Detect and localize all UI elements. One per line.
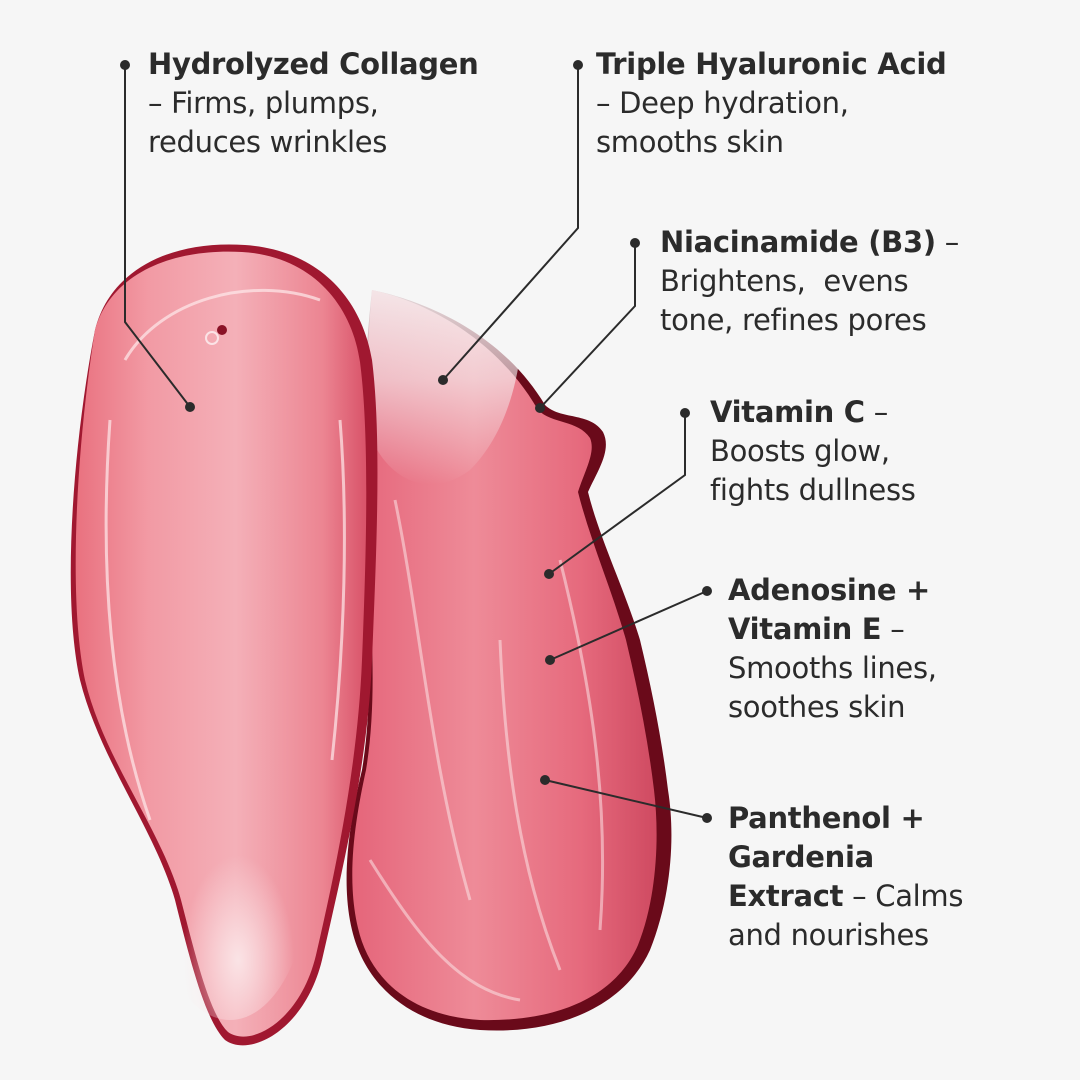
- ingredient-name: Adenosine +: [728, 573, 931, 607]
- ingredient-name: Extract: [728, 879, 844, 913]
- bullet-dot-icon: [702, 586, 712, 596]
- ingredient-description: soothes skin: [728, 690, 906, 724]
- ingredient-description: fights dullness: [710, 473, 916, 507]
- leader-line-collagen: [124, 65, 191, 408]
- ingredient-dash: –: [935, 225, 960, 259]
- bullet-dot-icon: [702, 813, 712, 823]
- pointer-dot-icon: [545, 655, 555, 665]
- ingredient-description: tone, refines pores: [660, 303, 927, 337]
- ingredient-name: Vitamin E: [728, 612, 882, 646]
- ingredient-label-panthenol-gardenia: Panthenol + Gardenia Extract – Calms and…: [728, 799, 963, 955]
- ingredient-dash: –: [864, 395, 889, 429]
- ingredient-description: smooths skin: [596, 125, 784, 159]
- ingredient-description: – Firms, plumps,: [148, 86, 379, 120]
- bullet-dot-icon: [120, 60, 130, 70]
- ingredient-name: Vitamin C: [710, 395, 865, 429]
- pointer-dot-icon: [540, 775, 550, 785]
- pointer-dot-icon: [544, 569, 554, 579]
- leader-line-niacinamide: [539, 243, 636, 409]
- bullet-dot-icon: [573, 60, 583, 70]
- ingredient-label-hyaluronic-acid: Triple Hyaluronic Acid – Deep hydration,…: [596, 45, 947, 162]
- leader-line-vitamin-c: [548, 413, 686, 575]
- ingredient-name: Gardenia: [728, 840, 874, 874]
- ingredient-dash: – Calms: [843, 879, 964, 913]
- pointer-dot-icon: [185, 402, 195, 412]
- leader-dots: [120, 60, 712, 823]
- ingredient-label-adenosine-vitamin-e: Adenosine + Vitamin E – Smooths lines, s…: [728, 571, 937, 727]
- ingredient-label-collagen: Hydrolyzed Collagen – Firms, plumps, red…: [148, 45, 479, 162]
- pointer-dot-icon: [535, 403, 545, 413]
- ingredient-name: Triple Hyaluronic Acid: [596, 47, 947, 81]
- ingredient-name: Hydrolyzed Collagen: [148, 47, 479, 81]
- ingredient-description: and nourishes: [728, 918, 929, 952]
- ingredient-dash: –: [881, 612, 905, 646]
- ingredient-description: reduces wrinkles: [148, 125, 388, 159]
- ingredient-description: Brightens, evens: [660, 264, 909, 298]
- ingredient-description: – Deep hydration,: [596, 86, 849, 120]
- ingredient-description: Boosts glow,: [710, 434, 890, 468]
- bullet-dot-icon: [630, 238, 640, 248]
- leader-line-hyaluronic: [442, 65, 579, 381]
- ingredient-label-vitamin-c: Vitamin C – Boosts glow, fights dullness: [710, 393, 916, 510]
- ingredient-name: Panthenol +: [728, 801, 925, 835]
- bullet-dot-icon: [680, 408, 690, 418]
- ingredient-name: Niacinamide (B3): [660, 225, 936, 259]
- leader-line-adenosine: [549, 590, 708, 661]
- ingredient-description: Smooths lines,: [728, 651, 937, 685]
- ingredient-label-niacinamide: Niacinamide (B3) – Brightens, evens tone…: [660, 223, 959, 340]
- leader-lines: [124, 65, 708, 819]
- pointer-dot-icon: [438, 375, 448, 385]
- leader-line-panthenol: [544, 779, 708, 819]
